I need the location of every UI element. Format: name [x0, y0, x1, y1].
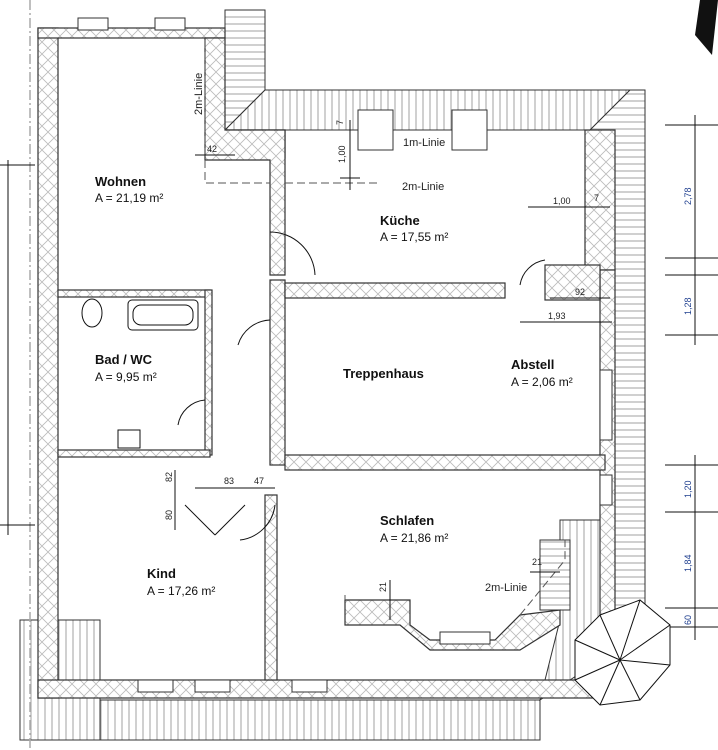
walls — [37, 27, 616, 699]
room-area-schlafen: A = 21,86 m² — [380, 531, 448, 545]
room-name-kueche: Küche — [380, 213, 420, 228]
room-name-schlafen: Schlafen — [380, 513, 434, 528]
bay-window-roof — [574, 599, 671, 706]
dim-128: 1,28 — [683, 297, 693, 315]
label-2m-line-kitchen: 2m-Linie — [402, 181, 444, 193]
label-2m-line-bedroom: 2m-Linie — [485, 582, 527, 594]
dim-184: 1,84 — [683, 554, 693, 572]
room-area-wohnen: A = 21,19 m² — [95, 191, 163, 205]
windows — [77, 17, 613, 693]
dim-278: 2,78 — [683, 187, 693, 205]
dim-100a: 1,00 — [337, 145, 347, 163]
dim-82: 82 — [164, 472, 174, 482]
dim-7a: 7 — [335, 120, 345, 125]
dimension-lines — [0, 115, 718, 640]
room-name-bad: Bad / WC — [95, 352, 153, 367]
dim-60: 60 — [683, 615, 693, 625]
dim-92: 92 — [575, 287, 585, 297]
dim-120: 1,20 — [683, 480, 693, 498]
room-area-bad: A = 9,95 m² — [95, 370, 157, 384]
room-name-abstell: Abstell — [511, 357, 554, 372]
dim-100b: 1,00 — [553, 196, 571, 206]
label-1m-line-kitchen: 1m-Linie — [403, 137, 445, 149]
room-name-kind: Kind — [147, 566, 176, 581]
dim-80: 80 — [164, 510, 174, 520]
dim-21b: 21 — [378, 582, 388, 592]
doors — [177, 231, 546, 541]
height-lines — [29, 0, 566, 750]
room-area-abstell: A = 2,06 m² — [511, 375, 573, 389]
room-area-kind: A = 17,26 m² — [147, 584, 215, 598]
dim-193: 1,93 — [548, 311, 566, 321]
room-name-wohnen: Wohnen — [95, 174, 146, 189]
north-arrow-icon — [695, 0, 718, 55]
dim-21a: 21 — [532, 557, 542, 567]
room-area-kueche: A = 17,55 m² — [380, 230, 448, 244]
room-name-treppenhaus: Treppenhaus — [343, 366, 424, 381]
dim-42: 42 — [207, 144, 217, 154]
fixtures — [81, 298, 199, 449]
label-2m-line-left: 2m-Linie — [193, 73, 205, 115]
dim-7b: 7 — [594, 193, 599, 203]
dim-47: 47 — [254, 476, 264, 486]
dim-83: 83 — [224, 476, 234, 486]
